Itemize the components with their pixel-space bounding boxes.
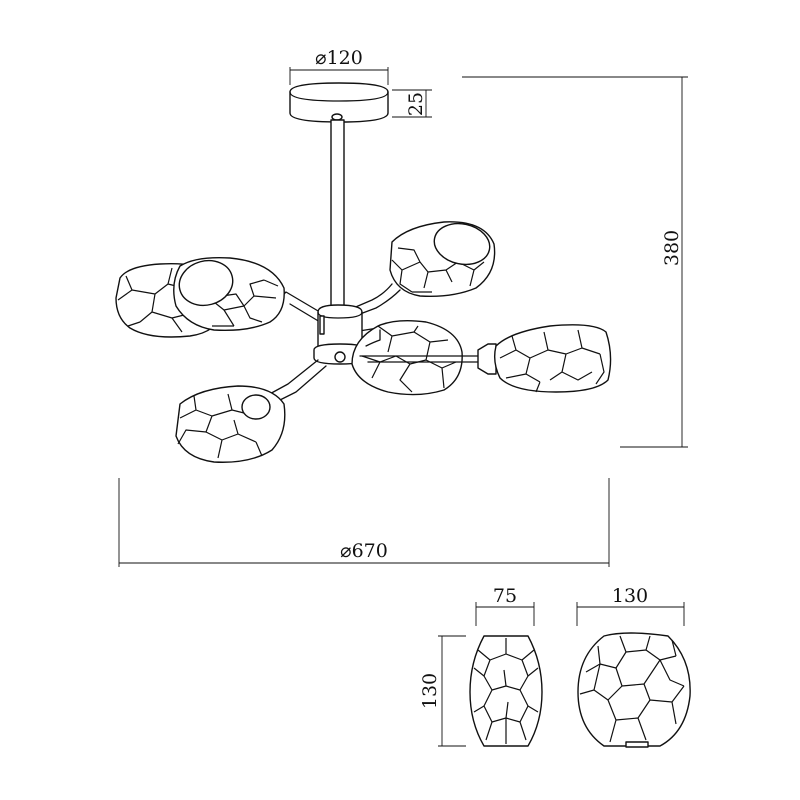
shade-side-view-detail: 75 130 — [419, 585, 543, 747]
shade-top-right — [389, 221, 496, 298]
total-diameter-label: ⌀670 — [340, 540, 388, 562]
shade-middle — [351, 319, 463, 396]
shade-side-width-label: 75 — [493, 585, 517, 607]
shade-top-left — [173, 256, 285, 332]
canopy-diameter-dimension: ⌀120 — [289, 47, 389, 85]
total-diameter-dimension: ⌀670 — [118, 478, 610, 567]
canopy-height-dimension: 25 — [392, 89, 432, 118]
shade-right — [493, 324, 612, 393]
stem — [330, 119, 345, 311]
canopy-height-label: 25 — [405, 92, 427, 116]
shade-side-outline — [469, 635, 543, 747]
shade-front-view-detail: 130 — [576, 585, 691, 748]
right-arm — [359, 329, 497, 375]
chandelier — [115, 82, 612, 463]
shade-front-left — [175, 385, 286, 463]
shade-side-height-label: 130 — [419, 673, 441, 709]
shade-front-outline — [577, 632, 691, 747]
canopy-diameter-label: ⌀120 — [315, 47, 363, 69]
shade-front-width-label: 130 — [612, 585, 648, 607]
total-height-label: 380 — [661, 230, 683, 266]
canopy — [289, 82, 389, 123]
total-height-dimension: 380 — [462, 76, 688, 448]
